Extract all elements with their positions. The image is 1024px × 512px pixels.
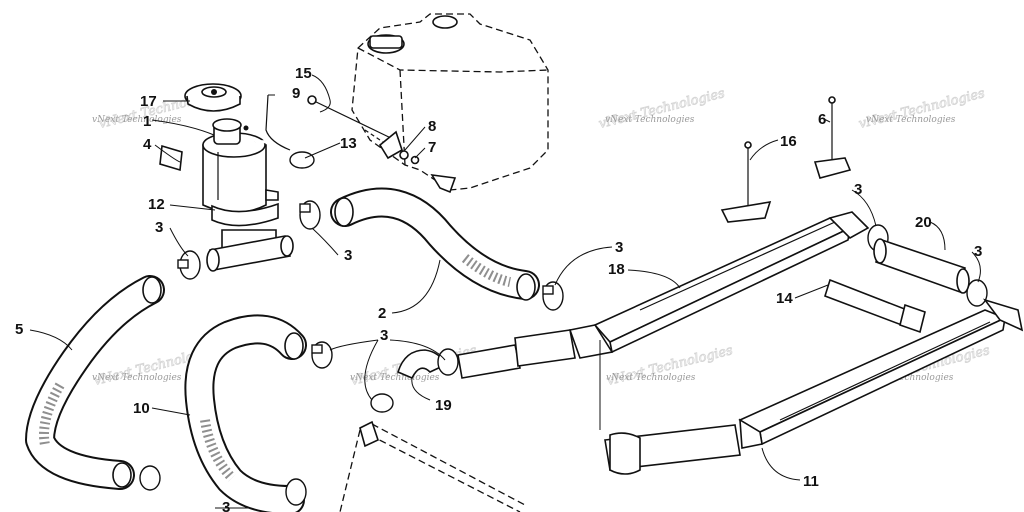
washer bbox=[399, 150, 409, 160]
studs bbox=[720, 96, 852, 223]
callout-15: 15 bbox=[295, 65, 312, 82]
pressure-cap bbox=[184, 83, 242, 112]
coolant-reservoir bbox=[351, 13, 549, 194]
callout-8: 8 bbox=[428, 118, 436, 135]
tank-bracket bbox=[211, 202, 279, 227]
surge-tank bbox=[159, 118, 279, 259]
heat-exchanger-11 bbox=[604, 298, 1024, 475]
watermark-7: vNext Technologies bbox=[864, 373, 954, 383]
overflow-tube bbox=[254, 94, 315, 171]
callout-5: 5 bbox=[15, 321, 23, 338]
callout-3-tfitting: 3 bbox=[155, 219, 163, 236]
watermark-3: vNext Technologies bbox=[866, 115, 956, 125]
callout-12: 12 bbox=[148, 196, 165, 213]
hose-2 bbox=[330, 187, 540, 301]
callout-10: 10 bbox=[133, 400, 150, 417]
hose-10 bbox=[184, 314, 307, 512]
watermark-4: vNext Technologies bbox=[92, 373, 182, 383]
hose-clamps bbox=[139, 200, 988, 506]
callout-16: 16 bbox=[780, 133, 797, 150]
callout-13: 13 bbox=[340, 135, 357, 152]
reservoir-outlet bbox=[430, 173, 457, 194]
bolt-head bbox=[307, 95, 317, 105]
callout-6: 6 bbox=[818, 111, 826, 128]
watermark-6: vNext Technologies bbox=[606, 373, 696, 383]
bracket-14 bbox=[824, 278, 926, 334]
callout-17: 17 bbox=[140, 93, 157, 110]
mounting-hardware bbox=[307, 95, 420, 165]
callout-14: 14 bbox=[776, 290, 793, 307]
callout-3-middle: 3 bbox=[380, 327, 388, 344]
frame-rail bbox=[339, 420, 526, 512]
leader-lines bbox=[29, 74, 981, 509]
callout-3-upper: 3 bbox=[344, 247, 352, 264]
cross-tube-20 bbox=[873, 238, 970, 294]
callout-7: 7 bbox=[428, 139, 436, 156]
t-fitting bbox=[206, 235, 294, 272]
watermark-5: vNext Technologies bbox=[350, 373, 440, 383]
callout-18: 18 bbox=[608, 261, 625, 278]
decal bbox=[159, 144, 183, 172]
heat-exchanger-18 bbox=[514, 211, 870, 367]
nut bbox=[410, 155, 420, 165]
callout-labels: 17 1 4 12 3 5 15 9 13 8 7 3 2 3 10 19 3 … bbox=[15, 65, 982, 512]
callout-20: 20 bbox=[915, 214, 932, 231]
callout-3-bottom: 3 bbox=[222, 499, 230, 512]
watermark-1: vNext Technologies bbox=[92, 115, 182, 125]
hose-5 bbox=[25, 275, 165, 490]
callout-1: 1 bbox=[143, 113, 151, 130]
callout-3-crosstube-left: 3 bbox=[854, 181, 862, 198]
callout-9: 9 bbox=[292, 85, 300, 102]
callout-3-exchanger: 3 bbox=[615, 239, 623, 256]
watermark-2: vNext Technologies bbox=[605, 115, 695, 125]
hose-19 bbox=[397, 344, 521, 380]
callout-4: 4 bbox=[143, 136, 152, 153]
callout-2: 2 bbox=[378, 305, 386, 322]
callout-11: 11 bbox=[803, 473, 819, 490]
callout-3-crosstube-right: 3 bbox=[974, 243, 982, 260]
callout-19: 19 bbox=[435, 397, 452, 414]
